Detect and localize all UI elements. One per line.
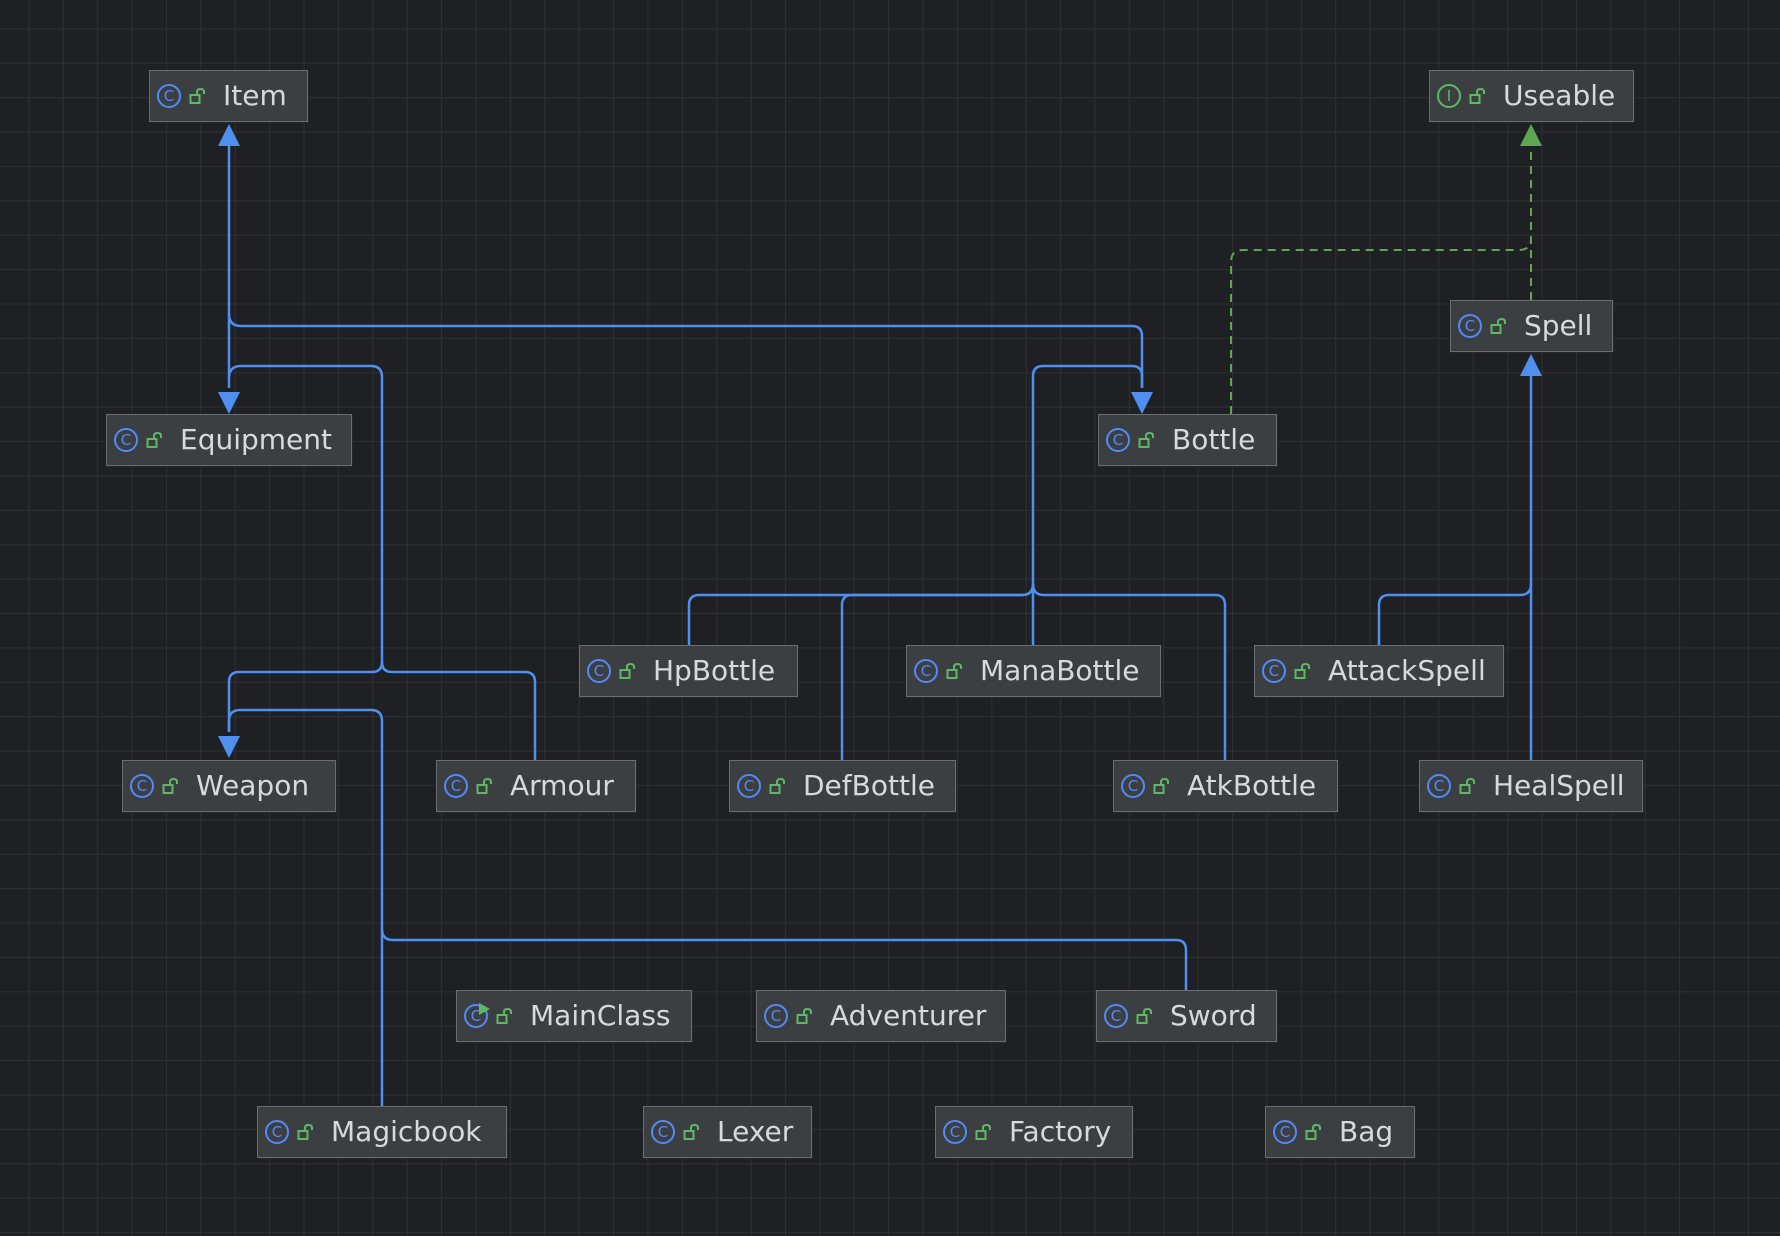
arrowhead-bottle: [1131, 392, 1153, 414]
interface-name: Useable: [1503, 79, 1616, 112]
public-lock-icon: [496, 1007, 512, 1024]
class-icon: C: [130, 774, 154, 798]
class-icon: C: [943, 1120, 967, 1144]
class-node-sword[interactable]: C Sword: [1096, 990, 1277, 1042]
edge-atkbottle-bottle: [1031, 583, 1227, 760]
class-node-atkbottle[interactable]: C AtkBottle: [1113, 760, 1338, 812]
class-name: Adventurer: [830, 999, 987, 1032]
public-lock-icon: [1459, 777, 1475, 794]
class-node-lexer[interactable]: C Lexer: [643, 1106, 812, 1158]
class-name: Weapon: [196, 769, 310, 802]
public-lock-icon: [796, 1007, 812, 1024]
extends-edges: [227, 140, 1533, 1106]
public-lock-icon: [1305, 1123, 1321, 1140]
runnable-class-icon: C: [464, 1004, 488, 1028]
class-node-armour[interactable]: C Armour: [436, 760, 636, 812]
public-lock-icon: [975, 1123, 991, 1140]
arrowheads: [218, 124, 1542, 758]
class-name: MainClass: [530, 999, 671, 1032]
arrowhead-spell: [1520, 354, 1542, 376]
public-lock-icon: [162, 777, 178, 794]
interface-node-useable[interactable]: I Useable: [1429, 70, 1634, 122]
class-name: Lexer: [717, 1115, 794, 1148]
class-name: DefBottle: [803, 769, 935, 802]
class-node-adventurer[interactable]: C Adventurer: [756, 990, 1006, 1042]
public-lock-icon: [619, 662, 635, 679]
class-icon: C: [1121, 774, 1145, 798]
public-lock-icon: [476, 777, 492, 794]
class-name: HpBottle: [653, 654, 776, 687]
interface-icon: I: [1437, 84, 1461, 108]
class-node-bag[interactable]: C Bag: [1265, 1106, 1415, 1158]
class-node-magicbook[interactable]: C Magicbook: [257, 1106, 507, 1158]
class-name: Equipment: [180, 423, 332, 456]
class-icon: C: [651, 1120, 675, 1144]
run-triangle-icon: [479, 1003, 490, 1015]
class-icon: C: [265, 1120, 289, 1144]
class-icon: C: [1427, 774, 1451, 798]
edge-bottle-useable: [1230, 237, 1532, 414]
class-icon: C: [444, 774, 468, 798]
class-icon: C: [737, 774, 761, 798]
arrowhead-weapon: [218, 736, 240, 758]
public-lock-icon: [1294, 662, 1310, 679]
class-node-factory[interactable]: C Factory: [935, 1106, 1133, 1158]
arrowhead-item: [218, 124, 240, 146]
class-name: Factory: [1009, 1115, 1112, 1148]
class-icon: C: [764, 1004, 788, 1028]
edge-attackspell-spell: [1377, 583, 1533, 645]
class-icon: C: [914, 659, 938, 683]
class-name: Item: [223, 79, 287, 112]
arrowhead-equipment: [218, 392, 240, 414]
class-icon: C: [157, 84, 181, 108]
public-lock-icon: [1469, 87, 1485, 104]
public-lock-icon: [946, 662, 962, 679]
edge-bottle-item: [227, 313, 1144, 388]
class-name: Spell: [1524, 309, 1593, 342]
public-lock-icon: [189, 87, 205, 104]
class-node-equipment[interactable]: C Equipment: [106, 414, 352, 466]
arrowhead-useable: [1520, 124, 1542, 146]
class-name: AtkBottle: [1187, 769, 1317, 802]
edge-defbottle-bottle: [840, 583, 1035, 760]
class-icon: C: [1458, 314, 1482, 338]
class-node-healspell[interactable]: C HealSpell: [1419, 760, 1643, 812]
public-lock-icon: [769, 777, 785, 794]
public-lock-icon: [297, 1123, 313, 1140]
public-lock-icon: [1490, 317, 1506, 334]
edge-armour-equipment: [380, 661, 537, 760]
class-name: HealSpell: [1493, 769, 1625, 802]
class-name: ManaBottle: [980, 654, 1140, 687]
class-node-attackspell[interactable]: C AttackSpell: [1254, 645, 1504, 697]
public-lock-icon: [146, 431, 162, 448]
edge-sword-weapon: [227, 708, 1188, 990]
public-lock-icon: [1153, 777, 1169, 794]
class-name: Bag: [1339, 1115, 1394, 1148]
class-name: Sword: [1170, 999, 1257, 1032]
class-icon: C: [1106, 428, 1130, 452]
class-node-spell[interactable]: C Spell: [1450, 300, 1613, 352]
class-icon: C: [1273, 1120, 1297, 1144]
class-name: Bottle: [1172, 423, 1256, 456]
class-icon: C: [587, 659, 611, 683]
class-node-mainclass[interactable]: C MainClass: [456, 990, 692, 1042]
public-lock-icon: [683, 1123, 699, 1140]
edge-hpbottle-bottle: [687, 364, 1144, 645]
class-node-item[interactable]: C Item: [149, 70, 308, 122]
class-name: Magicbook: [331, 1115, 482, 1148]
class-icon: C: [1262, 659, 1286, 683]
class-node-manabottle[interactable]: C ManaBottle: [906, 645, 1161, 697]
public-lock-icon: [1136, 1007, 1152, 1024]
class-node-hpbottle[interactable]: C HpBottle: [579, 645, 798, 697]
class-node-defbottle[interactable]: C DefBottle: [729, 760, 956, 812]
class-icon: C: [1104, 1004, 1128, 1028]
class-name: AttackSpell: [1328, 654, 1486, 687]
class-node-bottle[interactable]: C Bottle: [1098, 414, 1277, 466]
class-node-weapon[interactable]: C Weapon: [122, 760, 336, 812]
class-icon: C: [114, 428, 138, 452]
class-name: Armour: [510, 769, 614, 802]
implements-edges: [1230, 148, 1532, 414]
public-lock-icon: [1138, 431, 1154, 448]
